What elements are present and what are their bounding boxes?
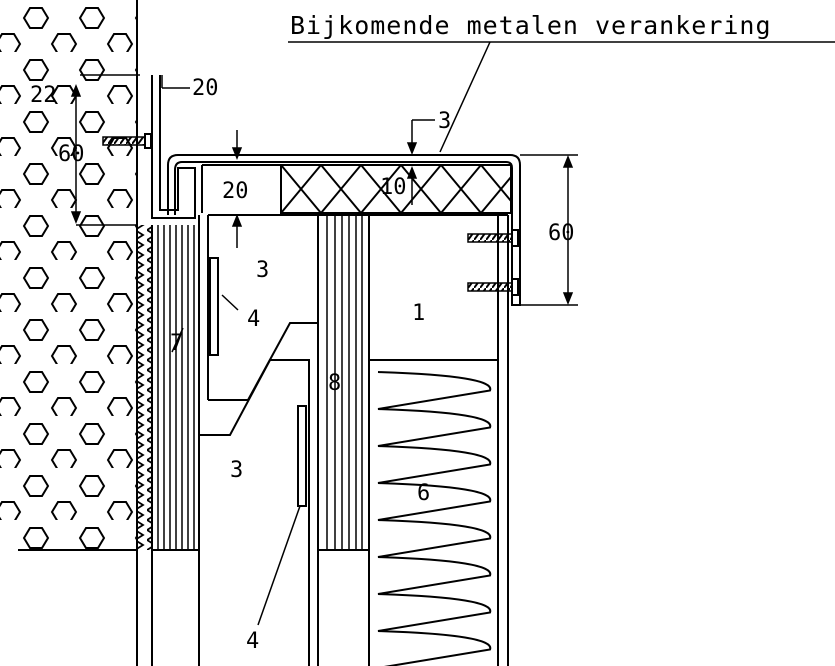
title-label: Bijkomende metalen verankering: [290, 11, 772, 40]
screw-left: [102, 133, 152, 149]
dim-60-right: 60: [548, 221, 575, 246]
dim-3: 3: [438, 109, 451, 134]
dim-60-left: 60: [58, 142, 85, 167]
dim-22: 22: [30, 83, 57, 108]
dim-20-gap: 20: [222, 179, 249, 204]
part-4-upper-label: 4: [247, 307, 260, 332]
step-joint-upper: [208, 322, 318, 401]
connectors: [209, 257, 307, 507]
part-6-label: 6: [417, 481, 430, 506]
mineral-wool: [369, 359, 498, 666]
screw-right-lower: [467, 278, 519, 296]
screws: [102, 133, 519, 296]
dimension-lines: [70, 74, 578, 306]
layer-8-hatch: [318, 215, 369, 551]
membrane-strip: [137, 225, 152, 550]
part-4-lower-label: 4: [246, 629, 259, 654]
part-1-label: 1: [412, 301, 425, 326]
part-3-upper-label: 3: [256, 258, 269, 283]
layer-7-hatch: [152, 225, 199, 551]
leader-lines: [171, 41, 835, 626]
masonry-wall: [0, 0, 138, 666]
step-joint-lower: [199, 359, 310, 666]
dim-10: 10: [380, 175, 407, 200]
part-8-label: 8: [328, 371, 341, 396]
part-7-label: 7: [170, 331, 183, 356]
part-3-lower-label: 3: [230, 458, 243, 483]
labels: Bijkomende metalen verankering 22 20 60 …: [30, 11, 772, 654]
metal-cap-profile: [151, 75, 521, 306]
screw-right-upper: [467, 229, 519, 247]
dim-20-top: 20: [192, 76, 219, 101]
cap-insulation: [201, 164, 512, 214]
